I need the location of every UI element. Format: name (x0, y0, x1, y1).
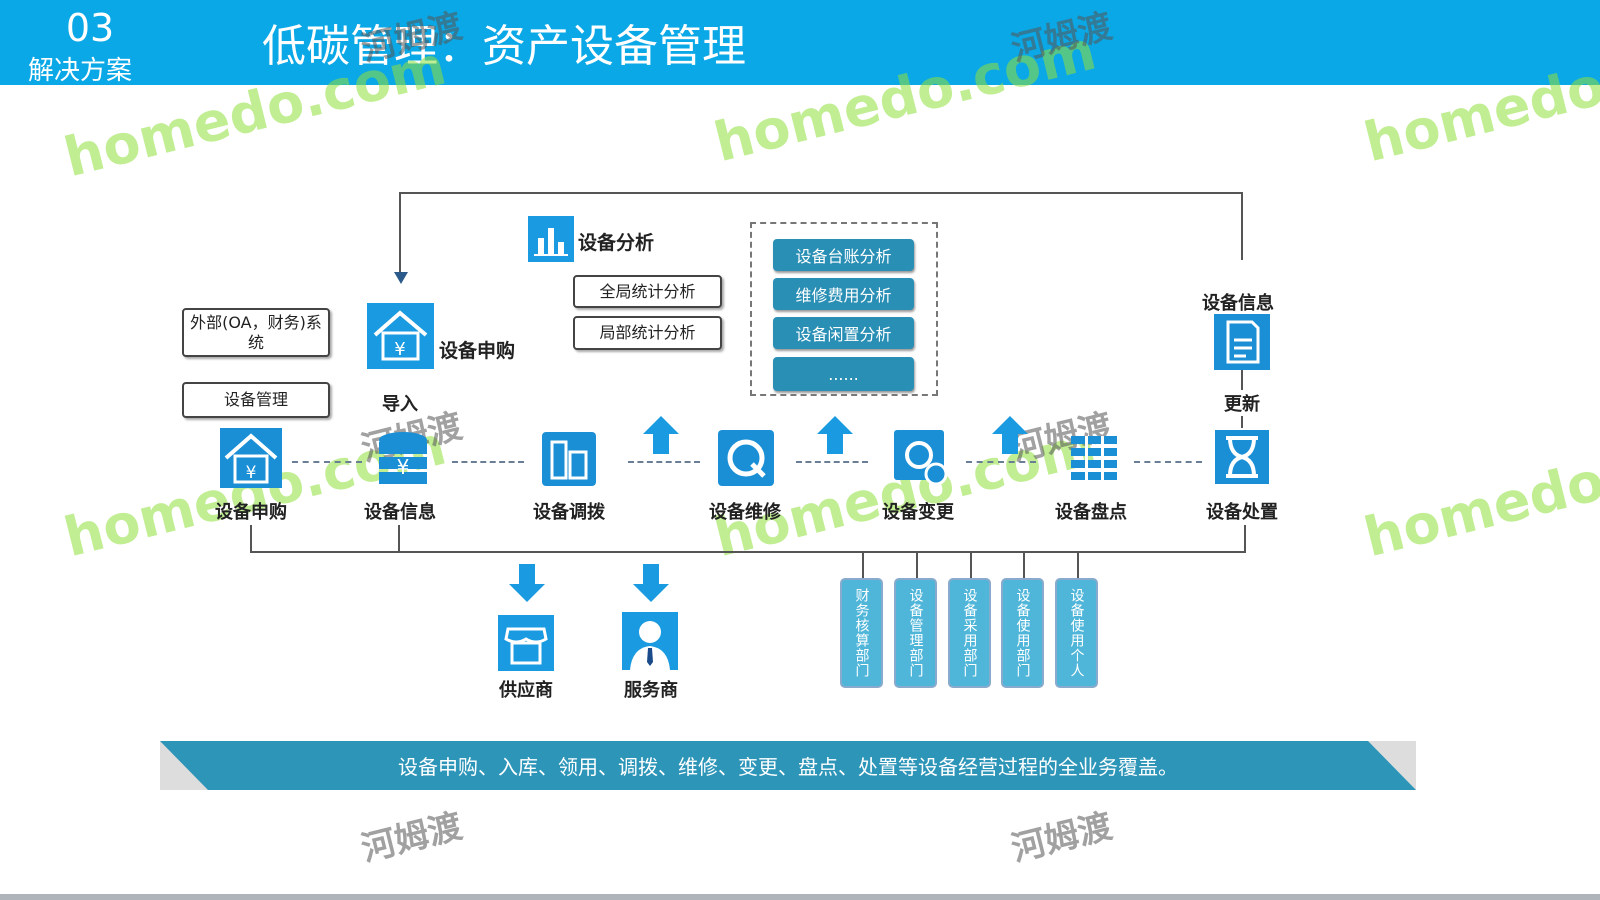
flow-connector (966, 461, 1036, 463)
update-label: 更新 (1224, 390, 1260, 416)
svg-text:¥: ¥ (246, 463, 257, 483)
service-person-icon (622, 612, 678, 670)
flow-connector (452, 461, 524, 463)
watermark: 河姆渡 (1007, 806, 1117, 870)
dept-connector (970, 552, 972, 578)
dept-device-mgmt: 设备管理部门 (894, 578, 937, 688)
purchase-house-icon: ¥ (367, 303, 434, 369)
partner-label-service: 服务商 (624, 680, 678, 701)
banner-corner-left (160, 741, 208, 790)
flow-label-change: 设备变更 (882, 502, 954, 523)
import-label: 导入 (382, 394, 418, 415)
loop-line (399, 192, 401, 274)
svg-text:¥: ¥ (394, 339, 405, 360)
flow-label-disposal: 设备处置 (1206, 502, 1278, 523)
bar-chart-icon (528, 216, 574, 262)
repair-cost-analysis-button[interactable]: 维修费用分析 (773, 278, 914, 310)
more-analysis-button[interactable]: ...... (773, 357, 914, 391)
arrow-up-icon (992, 416, 1028, 454)
dept-finance: 财务核算部门 (840, 578, 883, 688)
flow-label-repair: 设备维修 (709, 502, 781, 523)
analysis-title: 设备分析 (578, 232, 655, 254)
arrow-up-icon (817, 416, 853, 454)
watermark: 河姆渡 (357, 806, 467, 870)
flow-connector (292, 461, 362, 463)
document-icon (1214, 314, 1270, 370)
purchase-top-label: 设备申购 (439, 340, 516, 362)
database-icon: ¥ (379, 432, 427, 484)
repair-icon (718, 430, 774, 486)
summary-banner: 设备申购、入库、领用、调拨、维修、变更、盘点、处置等设备经营过程的全业务覆盖。 (160, 741, 1416, 790)
section-label: 解决方案 (28, 56, 133, 86)
flow-label-purchase: 设备申购 (215, 502, 287, 523)
idle-analysis-button[interactable]: 设备闲置分析 (773, 317, 914, 349)
watermark: homedo.com (1358, 413, 1600, 570)
external-system-box: 外部(OA，财务)系统 (182, 308, 330, 357)
reports-group (750, 222, 938, 396)
arrow-up-icon (643, 416, 679, 454)
dept-individual: 设备使用个人 (1055, 578, 1098, 688)
loop-line (1241, 192, 1243, 260)
bracket-line (250, 551, 1246, 553)
dept-connector (1077, 552, 1079, 578)
bracket-line (398, 525, 400, 552)
hourglass-icon (1215, 430, 1269, 484)
flow-connector (1134, 461, 1202, 463)
local-stats-button[interactable]: 局部统计分析 (573, 316, 722, 350)
svg-text:¥: ¥ (397, 455, 410, 479)
section-number: 03 (65, 6, 115, 50)
footer-strip (0, 894, 1600, 900)
right-info-label: 设备信息 (1202, 293, 1274, 314)
dept-connector (916, 552, 918, 578)
dept-usage: 设备使用部门 (1001, 578, 1044, 688)
arrow-down-icon (394, 272, 408, 284)
global-stats-button[interactable]: 全局统计分析 (573, 275, 722, 308)
page-title: 低碳管理：资产设备管理 (262, 21, 746, 72)
store-icon (498, 615, 554, 671)
dept-connector (1023, 552, 1025, 578)
partner-label-supplier: 供应商 (499, 680, 553, 701)
safe-gear-icon (894, 430, 948, 486)
bracket-line (250, 525, 252, 552)
summary-text: 设备申购、入库、领用、调拨、维修、变更、盘点、处置等设备经营过程的全业务覆盖。 (398, 755, 1178, 779)
arrow-down-icon (633, 564, 669, 602)
flow-connector (796, 461, 868, 463)
flow-label-inventory: 设备盘点 (1055, 502, 1127, 523)
dept-procurement: 设备采用部门 (948, 578, 991, 688)
flow-label-transfer: 设备调拨 (533, 502, 605, 523)
inventory-list-icon (1071, 436, 1117, 480)
buildings-icon (542, 432, 596, 486)
bracket-line (1244, 525, 1246, 552)
purchase-icon: ¥ (220, 428, 282, 488)
flow-label-info: 设备信息 (364, 502, 436, 523)
flow-connector (628, 461, 700, 463)
header-bar (0, 0, 1600, 85)
ledger-analysis-button[interactable]: 设备台账分析 (773, 239, 914, 271)
device-management-box: 设备管理 (182, 382, 330, 418)
arrow-down-icon (509, 564, 545, 602)
loop-line (400, 192, 1243, 194)
banner-corner-right (1368, 741, 1416, 790)
dept-connector (862, 552, 864, 578)
